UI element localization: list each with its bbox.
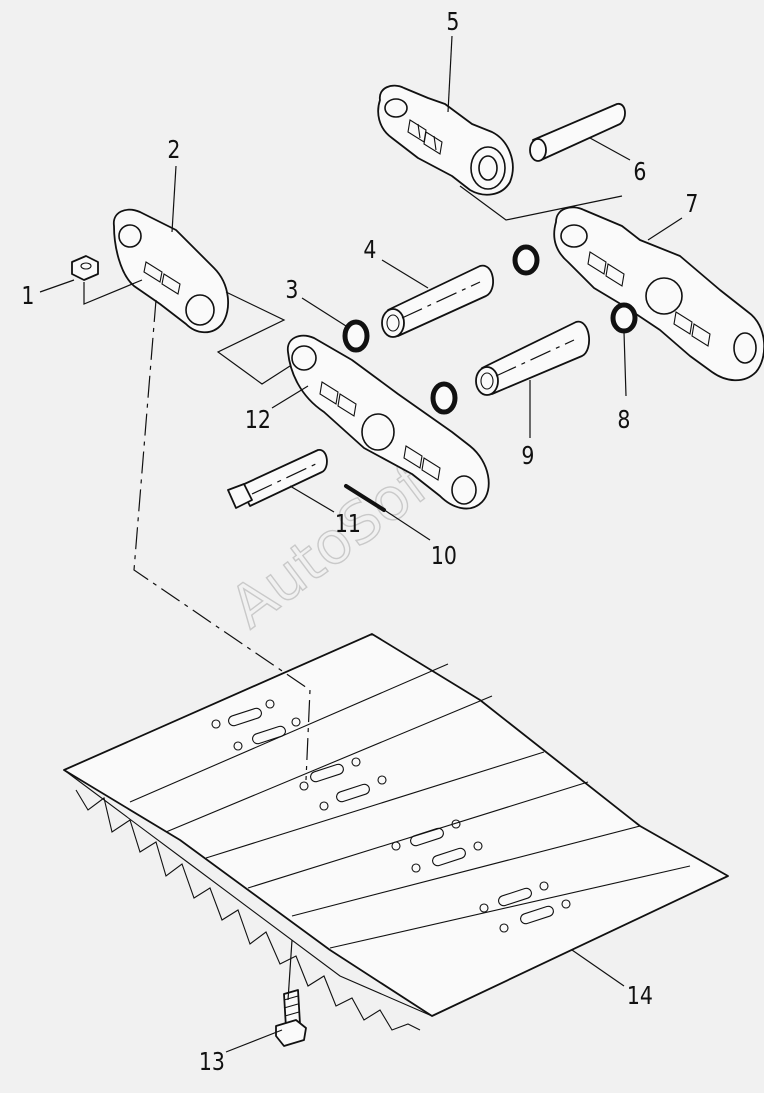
seal-part-3: [342, 319, 458, 415]
leader-2: [171, 165, 177, 233]
shoe-plate-holes: [211, 699, 571, 933]
track-link-part-12: [287, 334, 490, 510]
track-link-part-7: [553, 206, 764, 382]
assembly-line-5-7: [459, 185, 623, 221]
callout-3: 3: [285, 276, 298, 304]
leader-8: [623, 331, 627, 397]
leader-13b: [287, 939, 293, 1001]
center-line-2-14: [133, 299, 311, 781]
callout-7: 7: [685, 190, 698, 218]
leader-1: [39, 279, 75, 293]
callout-2: 2: [167, 136, 180, 164]
nut-part-1: [71, 255, 99, 281]
seal-part-8: [512, 244, 638, 334]
bushing-part-4: [381, 264, 494, 338]
track-shoes-part-14: [63, 633, 729, 1031]
leader-11: [289, 485, 335, 513]
callout-9: 9: [521, 442, 534, 470]
bushing-part-9: [475, 321, 590, 396]
pin-part-11: [227, 449, 328, 509]
leader-7: [647, 217, 683, 241]
callout-5: 5: [446, 8, 459, 36]
pin-part-6: [529, 103, 626, 162]
leader-6: [589, 137, 631, 161]
assembly-line-2-12: [216, 291, 291, 385]
callout-12: 12: [245, 406, 271, 434]
leader-12: [271, 385, 309, 409]
callout-4: 4: [363, 236, 376, 264]
leader-3: [301, 297, 347, 327]
callout-13: 13: [199, 1048, 225, 1076]
callout-1: 1: [21, 282, 34, 310]
leader-14: [571, 949, 625, 987]
callout-14: 14: [627, 982, 653, 1010]
leader-10: [365, 497, 431, 541]
leader-1b: [83, 279, 143, 305]
axis-lines: [251, 281, 575, 495]
leader-4: [381, 259, 429, 289]
leader-5: [447, 35, 453, 113]
leader-13: [225, 1029, 283, 1053]
callout-6: 6: [633, 158, 646, 186]
callout-11: 11: [335, 510, 361, 538]
callout-10: 10: [431, 542, 457, 570]
bolt-part-13: [275, 989, 307, 1047]
track-link-part-5: [377, 84, 514, 196]
track-link-part-2: [113, 208, 229, 334]
callout-8: 8: [617, 406, 630, 434]
